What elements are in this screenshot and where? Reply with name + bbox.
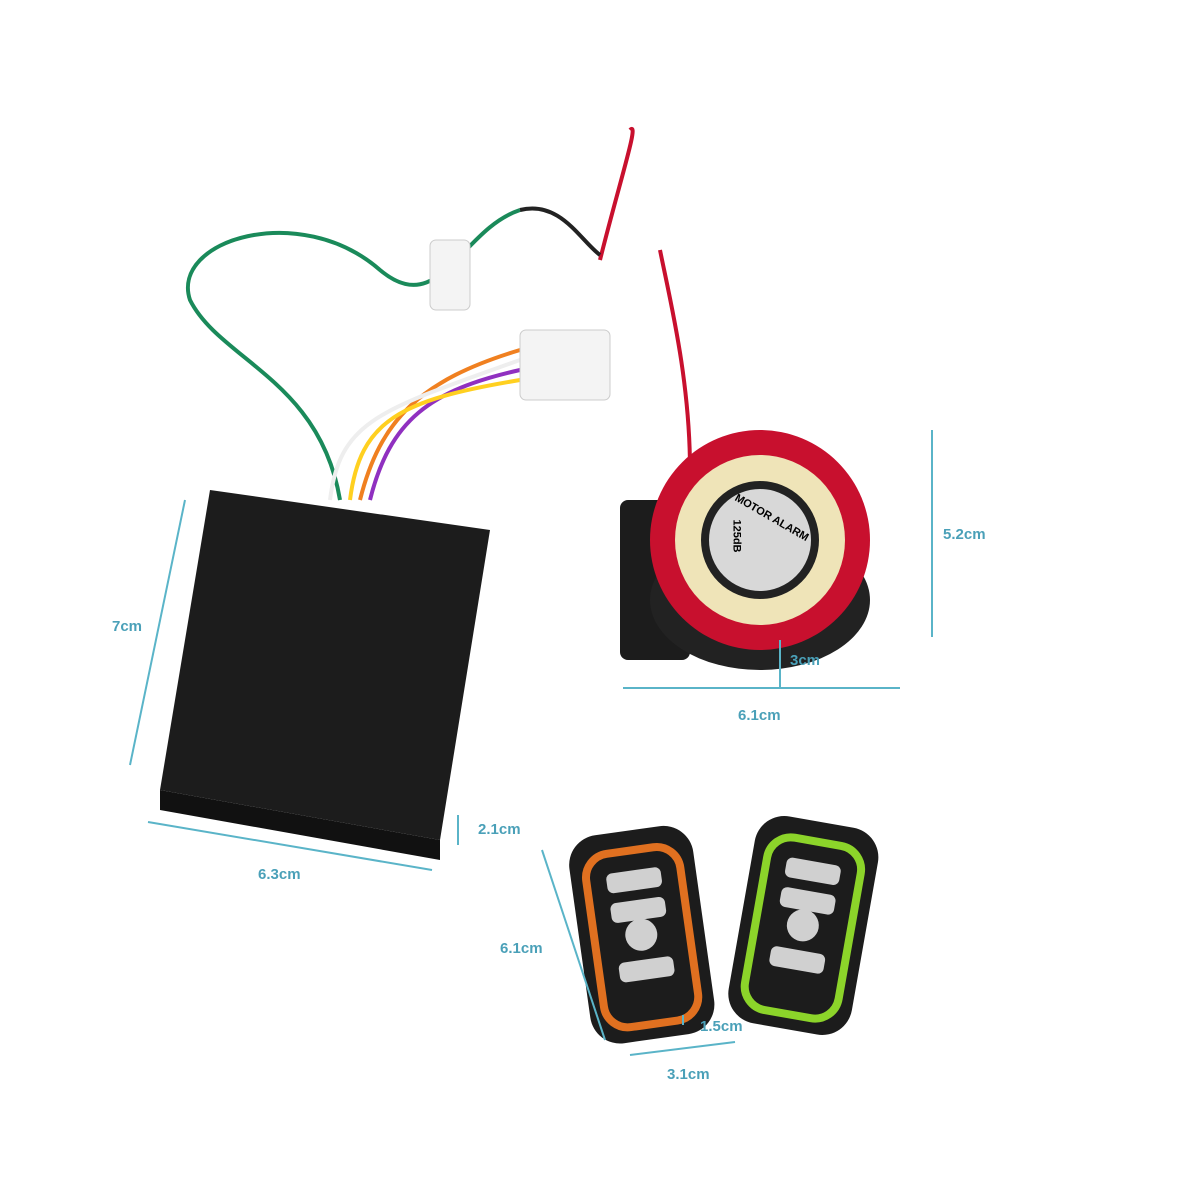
connector-small xyxy=(429,239,471,311)
siren-depth-label: 3cm xyxy=(790,652,821,669)
siren xyxy=(620,430,870,670)
control-box xyxy=(160,490,490,860)
dimension-lines xyxy=(129,430,933,1056)
control-box-height-label: 7cm xyxy=(112,618,143,635)
siren-width-label: 6.1cm xyxy=(738,707,781,724)
siren-rating-label: 125dB xyxy=(730,519,743,553)
remote-green xyxy=(728,816,879,1036)
remote-thickness-label: 1.5cm xyxy=(700,1018,743,1035)
connector-plug xyxy=(519,329,611,401)
control-box-depth-label: 2.1cm xyxy=(478,821,521,838)
control-box-width-label: 6.3cm xyxy=(258,866,301,883)
siren-height-label: 5.2cm xyxy=(943,526,986,543)
remote-height-label: 6.1cm xyxy=(500,940,543,957)
remote-width-label: 3.1cm xyxy=(667,1066,710,1083)
wires xyxy=(186,126,692,501)
remote-orange xyxy=(569,825,715,1044)
